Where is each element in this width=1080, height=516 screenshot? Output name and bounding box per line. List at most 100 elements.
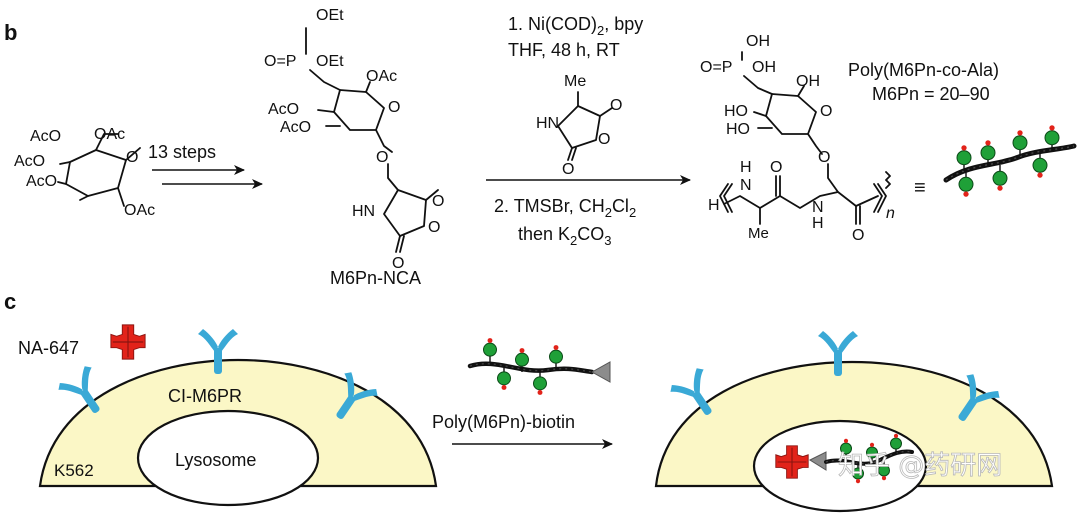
biotin-icon-reagent bbox=[590, 361, 611, 383]
cond-top-line1: 1. Ni(COD) bbox=[508, 14, 597, 34]
nca-hn: HN bbox=[352, 203, 375, 220]
phosphate-dot bbox=[1037, 172, 1043, 178]
copolymer-range: M6Pn = 20–90 bbox=[872, 84, 990, 104]
phosphate-dot bbox=[985, 140, 991, 146]
phosphate-dot bbox=[519, 348, 525, 354]
m6pn-nca-structure: OEt O=P OEt O OAc AcO AcO O HN O O O bbox=[264, 7, 444, 272]
ala-o-1: O bbox=[610, 97, 622, 114]
start-ring-o: O bbox=[126, 149, 138, 166]
panel-label-b: b bbox=[4, 20, 17, 45]
nca-op: O=P bbox=[264, 53, 296, 70]
equivalence-sign: ≡ bbox=[914, 177, 926, 199]
sugar-bead bbox=[1012, 135, 1028, 151]
polymer-beads-top bbox=[956, 125, 1060, 197]
start-aco-3: AcO bbox=[26, 173, 57, 190]
sugar-bead bbox=[497, 371, 511, 386]
sugar-bead bbox=[840, 442, 852, 455]
ala-o-3: O bbox=[562, 161, 574, 178]
polymer-beads-reagent bbox=[483, 338, 563, 395]
cond-bot-sub1: 2 bbox=[605, 205, 612, 220]
cell-line-label: K562 bbox=[54, 461, 94, 480]
starting-sugar-structure: AcO AcO AcO OAc O OAc bbox=[14, 126, 155, 219]
enzyme-label: NA-647 bbox=[18, 338, 79, 358]
prod-me: Me bbox=[748, 225, 769, 242]
sugar-bead bbox=[958, 176, 974, 192]
prod-op: O=P bbox=[700, 59, 732, 76]
start-aco-2: AcO bbox=[14, 153, 45, 170]
sugar-bead bbox=[878, 464, 890, 477]
prod-o-1: O bbox=[770, 159, 782, 176]
sugar-bead bbox=[533, 376, 547, 391]
copolymer-title: Poly(M6Pn-co-Ala) bbox=[848, 60, 999, 80]
svg-text:2. TMSBr, CH2Cl2: 2. TMSBr, CH2Cl2 bbox=[494, 196, 636, 220]
phosphate-dot bbox=[501, 384, 507, 390]
nca-o-2: O bbox=[428, 219, 440, 236]
cond-bot-sub4: 3 bbox=[604, 233, 611, 248]
prod-ho-2: HO bbox=[726, 121, 750, 138]
ala-hn: HN bbox=[536, 115, 559, 132]
prod-o-2: O bbox=[852, 227, 864, 244]
phosphate-dot bbox=[487, 338, 493, 344]
prod-h-terminal: H bbox=[708, 197, 720, 214]
phosphate-dot bbox=[963, 191, 969, 197]
sugar-bead bbox=[515, 352, 529, 367]
phosphate-dot bbox=[553, 345, 559, 351]
cond-top-line2: THF, 48 h, RT bbox=[508, 40, 620, 60]
start-oac-1: OAc bbox=[94, 126, 125, 143]
sugar-bead bbox=[866, 446, 878, 459]
phosphate-dot bbox=[881, 476, 887, 481]
prod-oh-3: OH bbox=[796, 73, 820, 90]
cond-bot-mid2: CO bbox=[577, 224, 604, 244]
cond-bot-line1: 2. TMSBr, CH bbox=[494, 196, 605, 216]
lysosome-left bbox=[136, 409, 320, 507]
nca-o-3: O bbox=[392, 255, 404, 272]
prod-ring-o: O bbox=[820, 103, 832, 120]
arrow1-label: 13 steps bbox=[148, 142, 216, 162]
prod-oh-2: OH bbox=[752, 59, 776, 76]
panel-label-c: c bbox=[4, 289, 16, 314]
ala-me: Me bbox=[564, 73, 586, 90]
arrow-13-steps: 13 steps bbox=[148, 142, 263, 189]
cond-top-end: , bpy bbox=[604, 14, 643, 34]
nca-oac: OAc bbox=[366, 68, 397, 85]
prod-n-2: N bbox=[812, 199, 824, 216]
nca-aco-2: AcO bbox=[280, 119, 311, 136]
sugar-bead bbox=[483, 342, 497, 357]
phosphate-dot bbox=[869, 442, 875, 447]
phosphate-dot bbox=[843, 438, 849, 443]
prod-n-subscript: n bbox=[886, 205, 895, 222]
sugar-bead bbox=[549, 349, 563, 364]
sugar-bead bbox=[1032, 157, 1048, 173]
cond-bot-mid: Cl bbox=[612, 196, 629, 216]
product-copolymer-structure: OH O=P OH OH O HO HO O H N H O Me N H O … bbox=[700, 33, 895, 244]
cond-bot-sub2: 2 bbox=[629, 205, 636, 220]
internalized-complex bbox=[775, 445, 914, 479]
sugar-bead bbox=[890, 437, 902, 450]
phosphate-dot bbox=[537, 389, 543, 395]
svg-text:then K2CO3: then K2CO3 bbox=[518, 224, 612, 248]
polymer-beads-internalized bbox=[840, 433, 902, 484]
cond-bot-line2: then K bbox=[518, 224, 570, 244]
lysosome-label: Lysosome bbox=[175, 450, 256, 470]
svg-text:1. Ni(COD)2, bpy: 1. Ni(COD)2, bpy bbox=[508, 14, 643, 38]
phosphate-dot bbox=[997, 185, 1003, 191]
prod-oh-1: OH bbox=[746, 33, 770, 50]
polymer-cartoon-reagent bbox=[467, 361, 611, 383]
phosphate-dot bbox=[1017, 130, 1023, 136]
reagent-label: Poly(M6Pn)-biotin bbox=[432, 412, 575, 432]
reaction-conditions-bottom: 2. TMSBr, CH2Cl2 then K2CO3 bbox=[494, 196, 636, 248]
enzyme-icon-free bbox=[110, 324, 146, 360]
phosphate-dot bbox=[855, 479, 861, 484]
phosphate-dot bbox=[961, 145, 967, 151]
ala-o-2: O bbox=[598, 131, 610, 148]
alanine-nca-structure: Me HN O O O bbox=[536, 73, 622, 178]
sugar-bead bbox=[992, 170, 1008, 186]
prod-h-1: H bbox=[740, 159, 752, 176]
nca-aco-1: AcO bbox=[268, 101, 299, 118]
nca-oet-1: OEt bbox=[316, 7, 344, 24]
cond-bot-sub3: 2 bbox=[570, 233, 577, 248]
sugar-bead bbox=[980, 145, 996, 161]
watermark: 知乎 @药研网 bbox=[838, 451, 1002, 481]
prod-link-o: O bbox=[818, 149, 830, 166]
